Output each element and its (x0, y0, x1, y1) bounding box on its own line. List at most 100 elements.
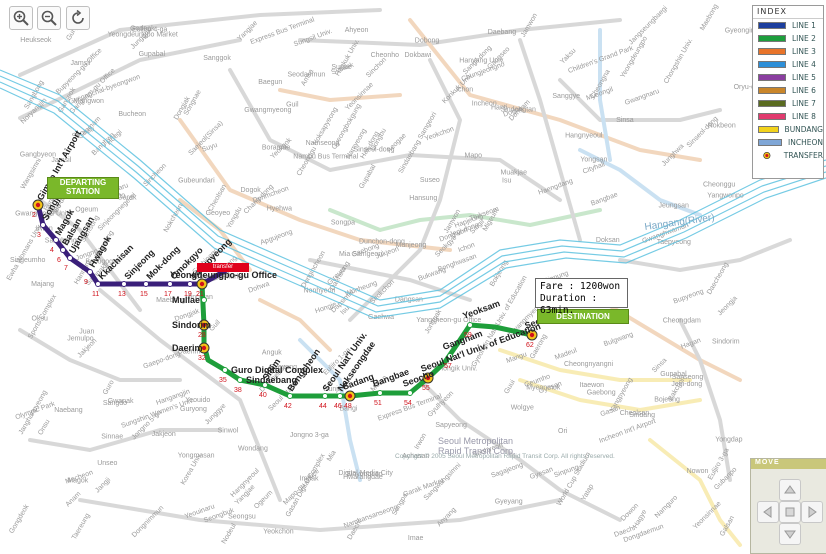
place-label: Namguro (654, 494, 679, 519)
station-minute-label: 44 (319, 403, 327, 410)
place-label: Mapo-gu Office (282, 468, 321, 507)
place-label: Jamsil (51, 157, 71, 164)
place-label: Munjeong (396, 242, 427, 249)
place-label: Nokbeon (708, 122, 736, 129)
station-label[interactable]: Seoul Nat'l Univ. of Education (419, 321, 542, 374)
station-marker[interactable] (237, 377, 243, 383)
station-minute-label: 55 (422, 385, 430, 392)
station-minute-label: 15 (140, 291, 148, 298)
reset-view-button[interactable] (66, 6, 90, 30)
pan-up-button[interactable] (779, 479, 801, 501)
station-minute-label: 17 (164, 291, 172, 298)
station-minute-label: 28 (198, 332, 206, 339)
station-marker[interactable] (322, 393, 328, 399)
place-label: Sungsil Univ. (293, 28, 333, 48)
pan-right-button[interactable] (801, 501, 823, 523)
place-label: Jeungsan (659, 202, 689, 209)
index-title: INDEX (753, 6, 823, 19)
pan-left-button[interactable] (757, 501, 779, 523)
place-label: Dangsan (395, 297, 423, 304)
station-marker[interactable] (40, 222, 46, 228)
place-label: Bupyeong (673, 288, 705, 305)
place-label: Heukseok (20, 37, 52, 44)
place-label: Yangcheon-gu Office (416, 317, 481, 324)
station-marker[interactable] (467, 322, 473, 328)
place-label: Nowon (687, 468, 709, 475)
place-label: Ahyeon (345, 27, 369, 34)
place-label: Guro (102, 379, 116, 396)
station-minute-label: 11 (92, 291, 99, 298)
station-marker[interactable] (67, 255, 73, 261)
station-minute-label: 6 (57, 257, 61, 264)
station-marker[interactable] (60, 247, 66, 253)
place-label: Gupabal (358, 163, 378, 190)
station-label[interactable]: Daerim (172, 343, 203, 353)
transfer-icon (201, 345, 207, 351)
zoom-in-button[interactable] (9, 6, 33, 30)
pan-down-button[interactable] (779, 523, 801, 545)
station-label[interactable]: Sindaebang (246, 375, 297, 385)
station-minute-label: 48 (344, 403, 352, 410)
legend-label: BUNDANG (784, 125, 823, 134)
station-marker[interactable] (377, 390, 383, 396)
place-label: Hyehwa (267, 205, 292, 212)
station-marker[interactable] (121, 281, 127, 287)
transfer-tag: transfer (197, 263, 249, 272)
place-label: Yangwonpo (707, 192, 744, 199)
place-label: Itaewon (580, 382, 605, 389)
zoom-out-button[interactable] (37, 6, 61, 30)
place-label: Wolgye (511, 405, 534, 412)
station-marker[interactable] (262, 382, 268, 388)
departing-station-label: DEPARTING STATION (59, 178, 107, 196)
station-minute-label: 32 (198, 355, 206, 362)
station-marker[interactable] (87, 269, 93, 275)
place-label: Ichon (456, 86, 473, 93)
place-label: Jongno 3-ga (290, 432, 329, 439)
place-label: Jingwan (187, 294, 213, 301)
pan-center-button[interactable] (779, 501, 801, 523)
station-label[interactable]: Sindorim (172, 320, 211, 330)
place-label: Guryong (180, 406, 207, 413)
legend-swatch (758, 22, 786, 29)
place-label: Ichon (457, 242, 476, 254)
place-label: Yeokchon (263, 528, 294, 535)
place-label: Bokjeong (489, 259, 510, 288)
legend-item: LINE 8 (753, 110, 823, 123)
place-label: Hangnyeoul (565, 133, 603, 140)
station-marker[interactable] (222, 367, 228, 373)
legend-item: LINE 3 (753, 45, 823, 58)
destination-flag: DESTINATION (537, 309, 629, 324)
place-label: Sagajeong (490, 462, 524, 480)
station-marker[interactable] (337, 393, 343, 399)
station-label[interactable]: Mullae (172, 295, 200, 305)
place-label: Wangsimni (20, 157, 43, 191)
station-marker[interactable] (95, 281, 101, 287)
station-minute-label: 9 (84, 279, 88, 286)
arrow-down-icon (784, 530, 796, 539)
station-marker[interactable] (447, 353, 453, 359)
station-label[interactable]: Yeongdeungpo-gu Office (170, 270, 277, 280)
station-marker[interactable] (53, 237, 59, 243)
place-label: Incheon (472, 100, 497, 107)
place-label: Bojeong (654, 397, 680, 404)
place-label: Sinyongsan (346, 471, 383, 478)
place-label: Sindaebang Samgeori (398, 111, 439, 175)
place-label: Imhak (300, 475, 320, 482)
place-label: Sapyeong (435, 422, 467, 429)
legend-item: LINE 1 (753, 19, 823, 32)
legend-transfer: TRANSFER (753, 149, 823, 162)
place-label: Hanti (491, 104, 508, 111)
place-label: Mangwon (74, 98, 104, 105)
station-marker[interactable] (167, 281, 173, 287)
station-marker[interactable] (187, 281, 193, 287)
station-marker[interactable] (201, 297, 207, 303)
station-marker[interactable] (143, 281, 149, 287)
station-label[interactable]: Guro Digital Complex (231, 365, 323, 375)
station-marker[interactable] (287, 393, 293, 399)
place-label: Dogok (241, 187, 262, 194)
place-label: Yeouido (185, 397, 210, 404)
station-marker[interactable] (407, 390, 413, 396)
place-label: Taereung (71, 512, 92, 541)
place-label: Sinchon (365, 56, 388, 79)
